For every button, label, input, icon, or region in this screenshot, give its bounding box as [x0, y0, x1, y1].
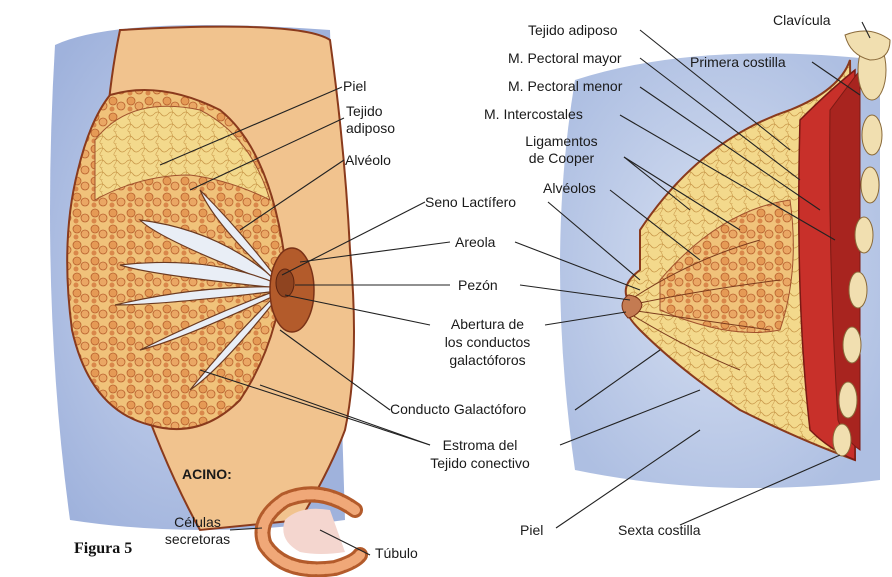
label-pectoral-menor: M. Pectoral menor [508, 78, 622, 94]
label-abertura-2: los conductos [430, 334, 545, 350]
label-piel-left: Piel [343, 78, 366, 94]
label-seno-lactifero: Seno Lactífero [425, 194, 516, 210]
label-tejido-adiposo-left-2: adiposo [346, 120, 395, 136]
label-primera-costilla: Primera costilla [690, 54, 786, 70]
label-pezon: Pezón [458, 277, 498, 293]
label-ligamentos-1: Ligamentos [504, 133, 619, 149]
label-celulas-2: secretoras [160, 531, 235, 547]
label-tubulo: Túbulo [375, 545, 418, 561]
label-ligamentos-2: de Cooper [504, 150, 619, 166]
label-abertura-3: galactóforos [430, 352, 545, 368]
label-piel-right: Piel [520, 522, 543, 538]
label-tejido-adiposo-right: Tejido adiposo [528, 22, 618, 38]
label-celulas-1: Células [160, 514, 235, 530]
label-abertura-1: Abertura de [430, 316, 545, 332]
label-clavicula: Clavícula [773, 12, 831, 28]
clavicle-bone [845, 31, 890, 60]
label-estroma-2: Tejido conectivo [405, 455, 555, 471]
label-tejido-adiposo-left-1: Tejido [346, 103, 383, 119]
label-intercostales: M. Intercostales [484, 106, 583, 122]
label-acino: ACINO: [182, 466, 232, 482]
label-conducto-galactoforo: Conducto Galactóforo [390, 401, 526, 417]
figure-caption: Figura 5 [74, 540, 132, 558]
label-sexta-costilla: Sexta costilla [618, 522, 700, 538]
label-pectoral-mayor: M. Pectoral mayor [508, 50, 622, 66]
label-alveolo: Alvéolo [345, 152, 391, 168]
label-estroma-1: Estroma del [405, 437, 555, 453]
label-areola: Areola [455, 234, 495, 250]
label-alveolos-right: Alvéolos [543, 180, 596, 196]
